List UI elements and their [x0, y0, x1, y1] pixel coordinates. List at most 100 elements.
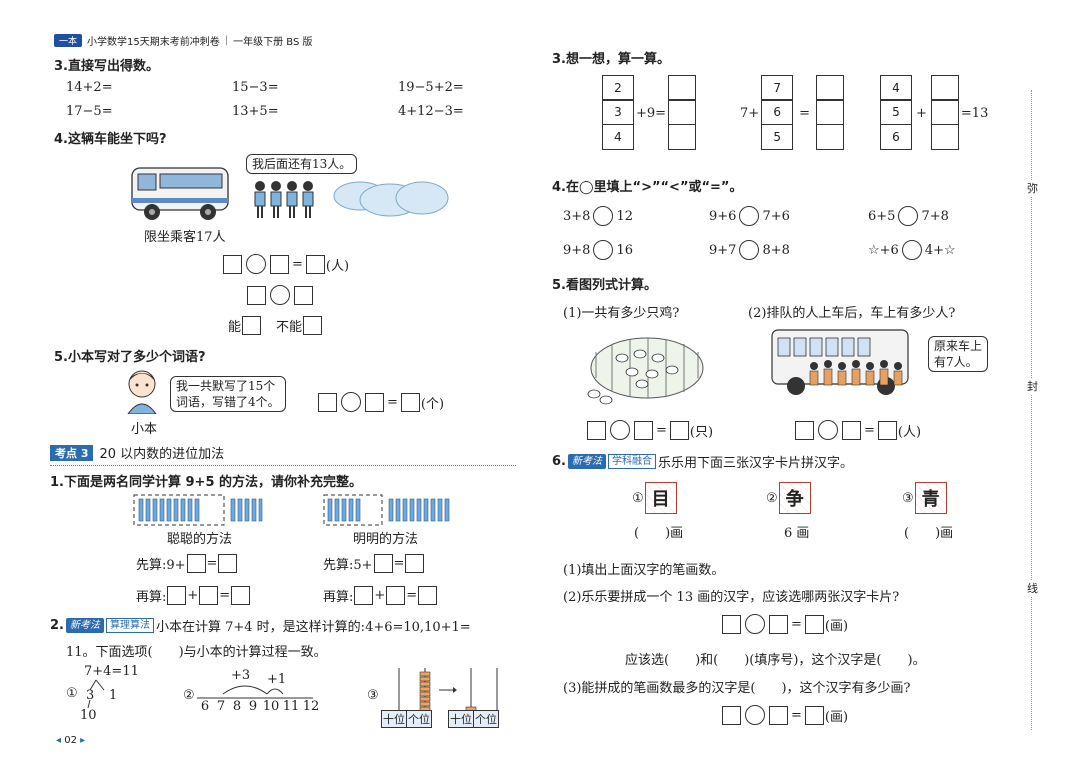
- operator-circle[interactable]: [745, 705, 765, 725]
- answer-box[interactable]: [405, 554, 425, 573]
- answer-box[interactable]: [231, 586, 251, 605]
- r6-title: 乐乐用下面三张汉字卡片拼汉字。: [657, 456, 853, 471]
- answer-box[interactable]: [816, 74, 845, 101]
- q3-title: 3.直接写出得数。: [54, 59, 159, 74]
- q3-item: 4+12−3=: [398, 104, 464, 119]
- q5-unit: (个): [420, 396, 445, 412]
- answer-box[interactable]: [223, 254, 242, 274]
- answer-box[interactable]: [668, 99, 697, 126]
- compare-circle[interactable]: [898, 206, 919, 226]
- r6-part2: (2)乐乐要拼成一个 13 画的汉字，应该选哪两张汉字卡片?: [563, 590, 900, 605]
- option-3[interactable]: ③ 十位 个位 十位 个位: [367, 666, 507, 728]
- answer-box[interactable]: [769, 614, 788, 634]
- r5-equation-1: = (只): [587, 420, 713, 440]
- s1-right-then: 再算: + =: [323, 586, 438, 605]
- answer-box[interactable]: [270, 254, 289, 274]
- s1-right-caption: 明明的方法: [353, 532, 419, 547]
- r6-part3: (3)能拼成的笔画数最多的汉字是( )，这个汉字有多少画?: [563, 681, 911, 696]
- answer-box[interactable]: [668, 124, 697, 151]
- answer-box[interactable]: [816, 124, 845, 151]
- compare-circle[interactable]: [901, 240, 922, 260]
- number-line: [197, 685, 313, 699]
- answer-box[interactable]: [167, 586, 187, 605]
- answer-box[interactable]: [386, 586, 406, 605]
- char-card-3-strokes: ( )画: [904, 526, 954, 541]
- answer-box[interactable]: [305, 254, 325, 274]
- answer-box[interactable]: [804, 705, 824, 725]
- q4-cannot: 不能: [276, 320, 303, 335]
- s2-tag-new: 新考法: [65, 618, 104, 633]
- answer-box[interactable]: [930, 99, 959, 126]
- answer-box[interactable]: [804, 614, 824, 634]
- answer-box[interactable]: [587, 420, 606, 440]
- binding-line: [1031, 90, 1032, 730]
- answer-box[interactable]: [418, 586, 438, 605]
- compare-circle[interactable]: [270, 285, 290, 305]
- q4-title: 4.这辆车能坐下吗?: [54, 132, 167, 147]
- answer-box[interactable]: [930, 124, 959, 151]
- operator-circle[interactable]: [246, 254, 266, 274]
- answer-box[interactable]: [668, 74, 697, 101]
- compare-circle[interactable]: [739, 206, 760, 226]
- q4-unit: (人): [325, 258, 350, 274]
- compare-circle[interactable]: [593, 240, 614, 260]
- answer-box[interactable]: [816, 99, 845, 126]
- r5-equation-2: = (人): [795, 420, 921, 440]
- page-number: ◂ 02 ▸: [56, 735, 86, 746]
- option-1[interactable]: 7+4=11 ① 3 1 10: [66, 664, 139, 723]
- q3-item: 13+5=: [232, 104, 279, 119]
- operator-circle[interactable]: [341, 392, 361, 412]
- answer-box[interactable]: [218, 554, 238, 573]
- operator-circle[interactable]: [818, 420, 838, 440]
- r4-title: 4.在◯里填上“>”“<”或“=”。: [552, 180, 743, 195]
- answer-box[interactable]: [722, 614, 741, 634]
- answer-box[interactable]: [400, 392, 420, 412]
- abacus: [398, 668, 498, 712]
- operator-circle[interactable]: [610, 420, 630, 440]
- r6-tag-type: 学科融合: [607, 454, 656, 469]
- operator-circle[interactable]: [745, 614, 765, 634]
- answer-box[interactable]: [354, 586, 374, 605]
- answer-box[interactable]: [769, 705, 788, 725]
- answer-box[interactable]: [842, 420, 861, 440]
- s2-text2: 11。下面选项( )与小本的计算过程一致。: [66, 645, 327, 660]
- s1-left-then: 再算: + =: [136, 586, 251, 605]
- r6-equation-2: = (画): [722, 705, 848, 725]
- answer-box[interactable]: [186, 554, 206, 573]
- char-card-2-strokes: 6 画: [784, 526, 810, 541]
- can-box[interactable]: [242, 316, 262, 335]
- margin-char-1: 弥: [1027, 180, 1038, 196]
- counting-sticks-left: [133, 494, 263, 526]
- answer-box[interactable]: [373, 554, 393, 573]
- answer-box[interactable]: [669, 420, 689, 440]
- option-2[interactable]: ② +3 +1 6 7 8 9 10 11 12: [183, 668, 320, 714]
- answer-box[interactable]: [795, 420, 814, 440]
- answer-box[interactable]: [247, 285, 266, 305]
- compare-circle[interactable]: [593, 206, 614, 226]
- cannot-box[interactable]: [303, 316, 323, 335]
- r6-choose: 应该选( )和( )(填序号)，这个汉字是( )。: [625, 653, 926, 668]
- q4-can: 能: [228, 320, 242, 335]
- answer-box[interactable]: [930, 74, 959, 101]
- answer-box[interactable]: [294, 285, 313, 305]
- answer-box[interactable]: [365, 392, 384, 412]
- answer-box[interactable]: [199, 586, 219, 605]
- compare-circle[interactable]: [739, 240, 760, 260]
- section-header: 考点 3 20 以内数的进位加法: [50, 443, 516, 466]
- r5-sub1: (1)一共有多少只鸡?: [563, 306, 680, 321]
- margin-char-2: 封: [1027, 378, 1038, 394]
- answer-box[interactable]: [877, 420, 897, 440]
- answer-box[interactable]: [318, 392, 337, 412]
- q4-equation: = (人): [223, 254, 349, 274]
- answer-box[interactable]: [722, 705, 741, 725]
- s2-text: 小本在计算 7+4 时，是这样计算的:4+6=10,10+1=: [155, 620, 471, 635]
- answer-box[interactable]: [634, 420, 653, 440]
